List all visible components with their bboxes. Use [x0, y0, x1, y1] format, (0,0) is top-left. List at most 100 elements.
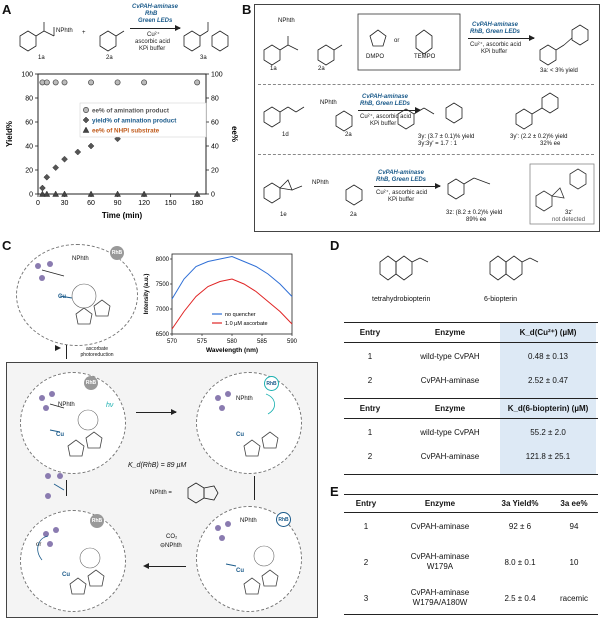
e-r1-yield: 92 ± 6	[508, 522, 532, 531]
x-tick-label: 60	[87, 200, 95, 207]
b-row1-structures	[263, 13, 589, 71]
scheme-a	[19, 22, 229, 52]
b3-nphth: NPhth	[312, 180, 329, 186]
d-h1-enzyme: Enzyme	[434, 328, 466, 337]
y2-tick-label: 40	[211, 144, 219, 151]
y-axis-label: Intensity (a.u.)	[144, 274, 150, 315]
e-r3-entry: 3	[363, 594, 369, 603]
panel-label-e: E	[330, 484, 339, 499]
legend-label: ee% of NHPI substrate	[92, 128, 160, 135]
y2-tick-label: 100	[211, 72, 223, 79]
a-plus: +	[82, 30, 86, 36]
e-r3-yield: 2.5 ± 0.4	[504, 594, 536, 603]
c-cycle1-rhb: RhB	[84, 376, 98, 390]
y-tick-label: 7500	[156, 282, 170, 288]
a-cu: Cu²⁺	[147, 32, 160, 38]
x-tick-label: 90	[114, 200, 122, 207]
y2-tick-label: 0	[211, 192, 215, 199]
a-enzyme: CvPAH-aminase	[132, 4, 178, 10]
d-r2-enzyme: CvPAH-aminase	[420, 376, 480, 385]
legend-marker	[83, 107, 89, 113]
b-divider-1	[258, 84, 594, 85]
b3-p1b: 89% ee	[466, 217, 487, 223]
a-light: RhB	[145, 11, 158, 17]
data-point-diamond	[39, 184, 46, 192]
data-point-triangle	[140, 190, 148, 197]
d-r3-enzyme: wild-type CvPAH	[420, 428, 480, 437]
c-co2: CO₂	[166, 534, 178, 540]
b1-tempo: TEMPO	[414, 54, 436, 60]
d-r4-kd: 121.8 ± 25.1	[525, 452, 571, 461]
data-point-circle	[141, 79, 148, 86]
e-h-yield: 3a Yield%	[501, 499, 539, 508]
data-point-triangle	[52, 190, 60, 197]
d-r1-entry: 1	[367, 352, 373, 361]
data-point-diamond	[52, 164, 60, 171]
x-axis-label: Time (min)	[102, 211, 143, 220]
d-mol2: 6-biopterin	[484, 296, 518, 303]
b1-dmpo: DMPO	[366, 54, 384, 60]
d-h1-entry: Entry	[359, 328, 381, 337]
y-tick-label: 40	[25, 144, 33, 151]
data-point-triangle	[193, 190, 201, 197]
b1-nphth: NPhth	[278, 18, 295, 24]
b2-p2: 3y': (2.2 ± 0.2)% yield	[510, 134, 568, 140]
d-r3-kd: 55.2 ± 2.0	[530, 428, 566, 437]
b2-light: RhB, Green LEDs	[360, 101, 411, 107]
b1-buffer: KPi buffer	[481, 49, 508, 55]
a-label-1a: 1a	[38, 55, 45, 61]
b2-p2b: 32% ee	[540, 141, 561, 147]
data-point-triangle	[38, 190, 46, 197]
panel-label-a: A	[2, 2, 12, 17]
b1-label-2a: 2a	[318, 66, 325, 72]
c-cycle2-cu: Cu	[236, 432, 244, 438]
e-r3-ee: racemic	[559, 594, 588, 603]
b3-label-2a: 2a	[350, 212, 357, 218]
b3-enzyme: CvPAH-aminase	[378, 170, 424, 176]
c-down-arrow	[66, 345, 67, 359]
x-tick-label: 150	[165, 200, 177, 207]
e-r2-entry: 2	[363, 558, 369, 567]
c-cycle4-complex	[215, 521, 279, 595]
b1-cu: Cu²⁺, ascorbic acid	[470, 42, 522, 48]
panel-label-d: D	[330, 238, 340, 253]
b1-label-1a: 1a	[270, 66, 277, 72]
b1-or: or	[394, 38, 400, 44]
x-tick-label: 0	[36, 200, 40, 207]
a-nphth: NPhth	[56, 28, 73, 34]
legend-label: ee% of amination product	[92, 108, 170, 115]
y-axis-label: Yield%	[5, 121, 14, 147]
y-tick-label: 0	[29, 192, 33, 199]
b1-light: RhB, Green LEDs	[470, 29, 521, 35]
e-r2-ee: 10	[569, 558, 579, 567]
data-point-diamond	[61, 155, 68, 163]
e-r1-ee: 94	[569, 522, 579, 531]
e-h-ee: 3a ee%	[560, 499, 588, 508]
c-top-circle	[16, 244, 138, 346]
e-r1-enzyme: CvPAH-aminase	[410, 522, 470, 531]
b3-p2b: not detected	[552, 217, 586, 223]
c-top-nphth: NPhth	[72, 256, 89, 262]
c-top-complex	[35, 261, 111, 325]
c-cycle4-rhb: RhB	[276, 512, 291, 527]
b2-nphth: NPhth	[320, 100, 337, 106]
b3-buffer: KPi buffer	[388, 197, 415, 203]
c-hv: hν	[106, 402, 114, 409]
a-light2: Green LEDs	[138, 18, 173, 24]
series-line	[171, 255, 293, 300]
y-tick-label: 8000	[156, 257, 170, 263]
b2-cu: Cu²⁺, ascorbic acid	[360, 114, 412, 120]
c-cycle3-complex	[37, 527, 105, 595]
b3-label-1e: 1e	[280, 212, 287, 218]
legend-label: 1.0 µM ascorbate	[225, 321, 268, 327]
legend-label: no quencher	[225, 312, 256, 318]
c-cycle2-complex	[215, 391, 279, 457]
c-radical	[45, 473, 65, 499]
a-acid: ascorbic acid	[135, 39, 171, 45]
y-tick-label: 7000	[156, 307, 170, 313]
b2-label-2a: 2a	[345, 132, 352, 138]
c-kd: K_d(RhB) = 89 µM	[128, 462, 187, 469]
c-arrow-right	[136, 409, 177, 415]
x-tick-label: 575	[197, 339, 208, 345]
